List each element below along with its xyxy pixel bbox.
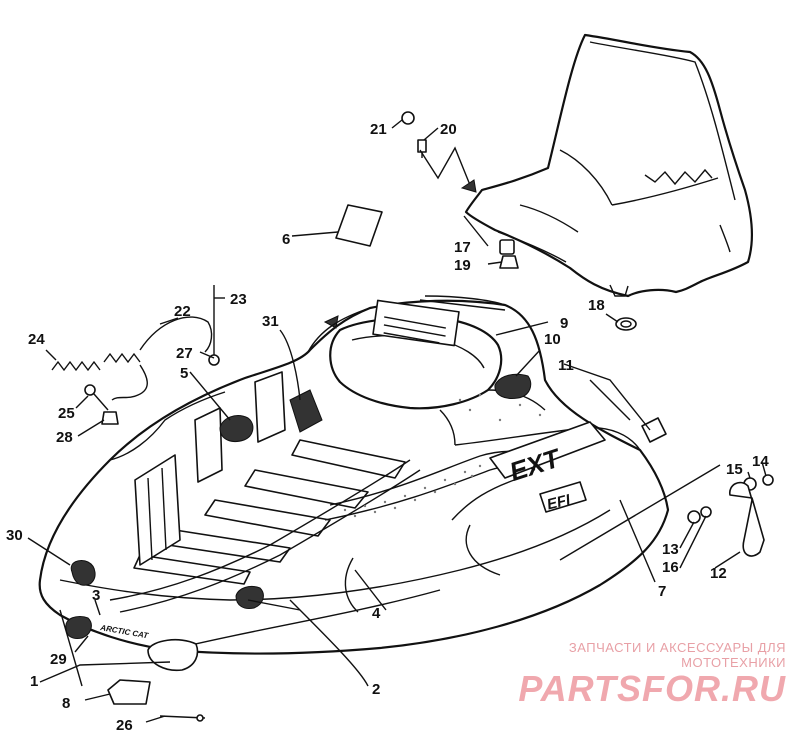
nose-emblem-30 bbox=[70, 559, 96, 586]
hood-latch-2 bbox=[235, 585, 264, 609]
callouts: 1 2 3 4 5 6 7 8 9 10 11 12 13 14 15 16 1… bbox=[6, 121, 769, 734]
watermark-tagline: ЗАПЧАСТИ И АКСЕССУАРЫ ДЛЯ МОТОТЕХНИКИ bbox=[568, 640, 786, 670]
callout-21: 21 bbox=[370, 121, 387, 138]
callout-19: 19 bbox=[454, 257, 471, 274]
hood bbox=[38, 295, 670, 655]
windshield-screw bbox=[401, 111, 427, 158]
callout-13: 13 bbox=[662, 541, 679, 558]
grommet-18 bbox=[615, 317, 637, 331]
hood-spring-24 bbox=[51, 352, 141, 372]
bracket-8 bbox=[107, 679, 151, 705]
strap bbox=[111, 364, 148, 401]
callout-23: 23 bbox=[230, 291, 247, 308]
callout-3: 3 bbox=[92, 587, 100, 604]
callout-25: 25 bbox=[58, 405, 75, 422]
label-11 bbox=[641, 417, 667, 443]
callout-11: 11 bbox=[558, 357, 574, 374]
callout-18: 18 bbox=[588, 297, 605, 314]
callout-12: 12 bbox=[710, 565, 727, 582]
callout-15: 15 bbox=[726, 461, 743, 478]
bolt-25 bbox=[84, 384, 109, 411]
windshield bbox=[464, 33, 754, 298]
callout-14: 14 bbox=[752, 453, 769, 470]
callout-22: 22 bbox=[174, 303, 191, 320]
hood-latch-5 bbox=[219, 415, 254, 442]
watermark-brand: PARTSFOR.RU bbox=[518, 668, 786, 709]
callout-16: 16 bbox=[662, 559, 679, 576]
callout-30: 30 bbox=[6, 527, 23, 544]
callout-8: 8 bbox=[62, 695, 70, 712]
callout-20: 20 bbox=[440, 121, 457, 138]
callout-9: 9 bbox=[560, 315, 568, 332]
callout-7: 7 bbox=[658, 583, 666, 600]
callout-27: 27 bbox=[176, 345, 193, 362]
callout-31: 31 bbox=[262, 313, 279, 330]
efi-text: EFI bbox=[545, 491, 573, 513]
callout-28: 28 bbox=[56, 429, 73, 446]
decal-6 bbox=[335, 204, 383, 247]
nose-logo-text: ARCTIC CAT bbox=[99, 623, 150, 641]
bumper-29 bbox=[65, 615, 92, 639]
leader-lines bbox=[27, 119, 767, 723]
callout-6: 6 bbox=[282, 231, 290, 248]
hinge-block bbox=[147, 638, 199, 672]
callout-10: 10 bbox=[544, 331, 561, 348]
emblem-10 bbox=[494, 373, 532, 399]
callout-2: 2 bbox=[372, 681, 380, 698]
callout-24: 24 bbox=[28, 331, 45, 348]
ext-decal: EXT bbox=[489, 421, 606, 487]
nut-28 bbox=[101, 411, 119, 425]
callout-1: 1 bbox=[30, 673, 38, 690]
cable-22 bbox=[139, 316, 213, 353]
arrow-20 bbox=[460, 179, 477, 193]
screw-leader bbox=[419, 146, 471, 186]
watermark: ЗАПЧАСТИ И АКСЕССУАРЫ ДЛЯ МОТОТЕХНИКИ PA… bbox=[466, 640, 786, 708]
callout-26: 26 bbox=[116, 717, 133, 734]
bracket-31 bbox=[289, 389, 323, 433]
windshield-nut bbox=[499, 239, 519, 269]
callout-17: 17 bbox=[454, 239, 471, 256]
callout-29: 29 bbox=[50, 651, 67, 668]
callout-4: 4 bbox=[372, 605, 381, 622]
efi-decal: EFI bbox=[539, 481, 587, 514]
handle-assembly bbox=[687, 474, 774, 557]
callout-5: 5 bbox=[180, 365, 188, 382]
